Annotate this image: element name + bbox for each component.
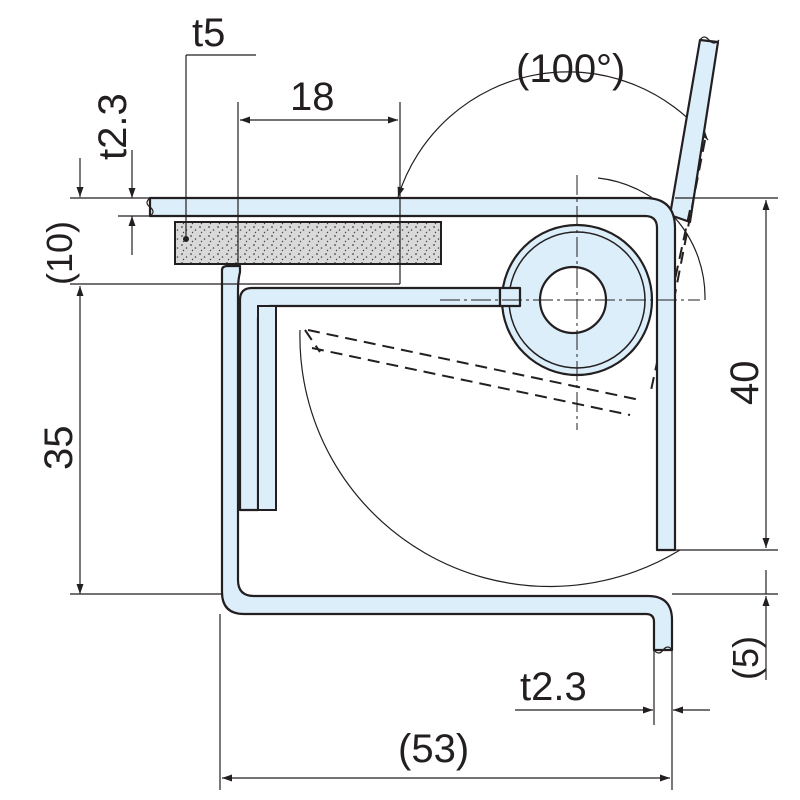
- body-break: [653, 646, 673, 654]
- t5-leader-dot: [183, 236, 189, 242]
- label-18: 18: [290, 75, 335, 119]
- top-plate: [148, 196, 677, 552]
- main-body: [220, 264, 674, 652]
- label-t5: t5: [192, 11, 225, 55]
- label-53: (53): [398, 727, 469, 771]
- label-35: 35: [37, 426, 81, 471]
- label-5: (5): [725, 636, 766, 680]
- leaf-break-mark: [699, 36, 720, 44]
- swing-arc: [397, 71, 709, 198]
- swing-arc-inner: [597, 177, 706, 301]
- inner-leaf: [238, 286, 502, 512]
- gasket: [174, 221, 442, 265]
- label-10: (10): [39, 221, 80, 285]
- label-40: 40: [723, 361, 767, 406]
- open-leaf: [668, 38, 720, 224]
- inner-leaf-tab: [257, 305, 277, 511]
- label-t2-3-top: t2.3: [91, 93, 135, 160]
- knuckle-neck: [498, 286, 522, 308]
- swing-arc-lower: [299, 329, 681, 588]
- top-plate-break: [146, 197, 154, 217]
- label-t2-3-bottom: t2.3: [520, 665, 587, 709]
- label-100-deg: (100°): [516, 47, 625, 91]
